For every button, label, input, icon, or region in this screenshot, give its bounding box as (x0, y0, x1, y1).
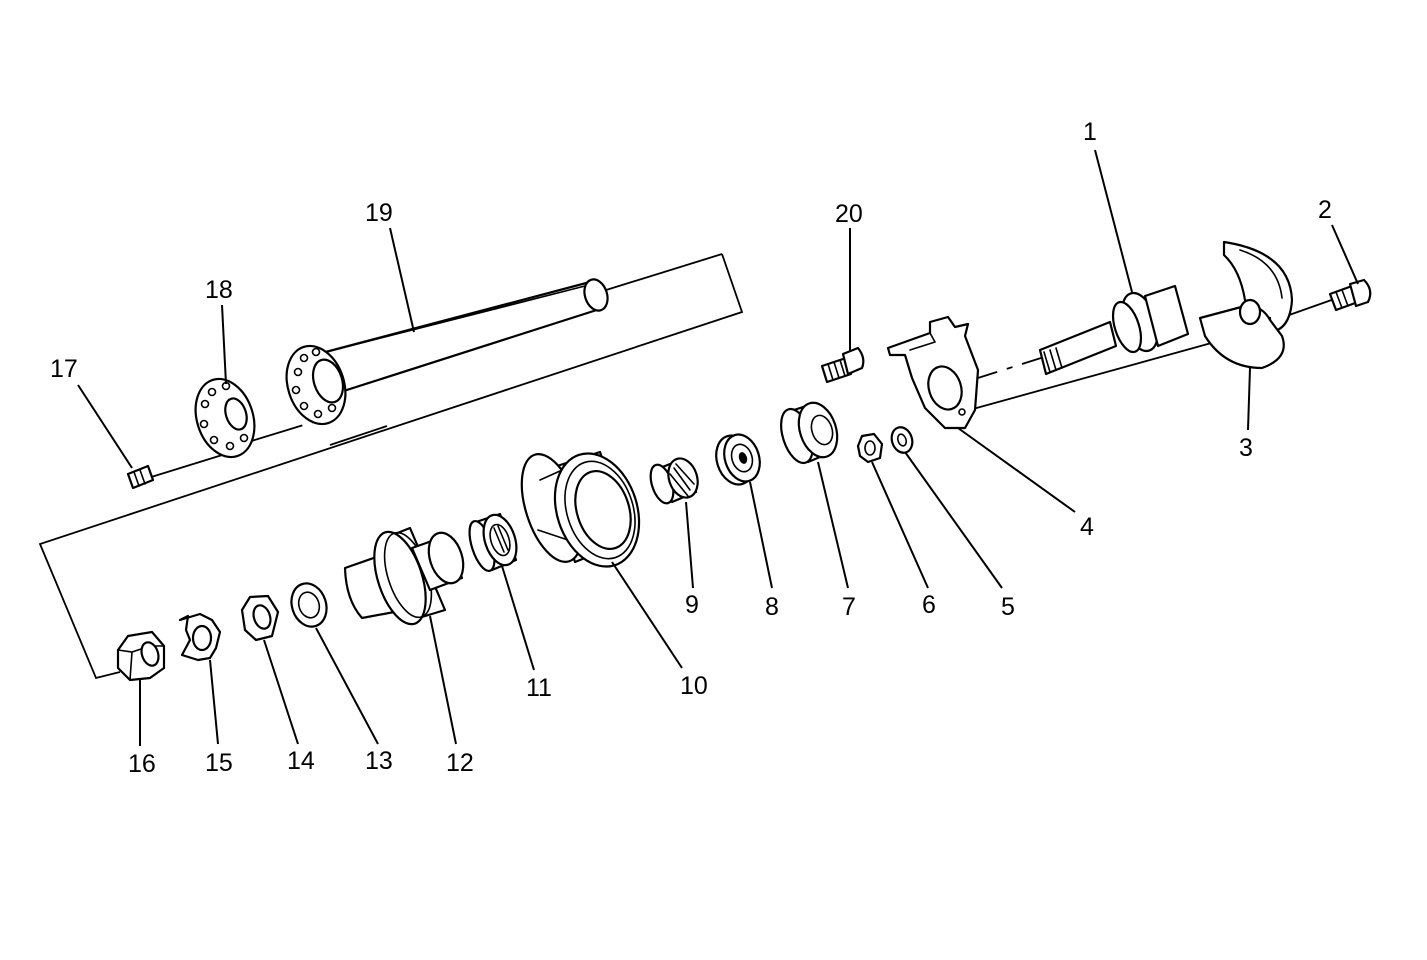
bracket-dash (329, 424, 391, 446)
part-6-nut (856, 432, 884, 464)
part-4-bracket (886, 315, 980, 430)
leader-10 (611, 561, 683, 669)
shaft-body (316, 280, 605, 398)
part-9-roller-bearing (649, 457, 699, 505)
callout-14: 14 (287, 747, 315, 775)
leader-17 (77, 384, 133, 469)
leader-14 (263, 639, 299, 745)
part-13-washer (290, 582, 328, 628)
leader-4 (957, 427, 1076, 513)
callout-3: 3 (1239, 434, 1253, 462)
callout-1: 1 (1083, 118, 1097, 146)
leader-1 (1094, 149, 1133, 293)
callout-9: 9 (685, 591, 699, 619)
part-1-pinion-shaft (1038, 284, 1190, 376)
leader-3 (1247, 367, 1251, 431)
part-12-axle-stub (343, 526, 465, 626)
axis-18-19 (244, 419, 321, 444)
callout-17: 17 (50, 355, 78, 383)
part-5-washer (890, 426, 914, 454)
flange-hub (311, 358, 345, 404)
leader-7 (817, 461, 849, 589)
callout-19: 19 (365, 199, 393, 227)
leader-19 (389, 227, 415, 333)
callout-15: 15 (205, 749, 233, 777)
axis-4-3 (961, 341, 1216, 413)
callout-6: 6 (922, 591, 936, 619)
callout-7: 7 (842, 593, 856, 621)
callout-13: 13 (365, 747, 393, 775)
callout-12: 12 (446, 749, 474, 777)
part-17-bolt (126, 464, 155, 490)
callout-18: 18 (205, 276, 233, 304)
part-18-flange-plate (194, 377, 256, 459)
callout-10: 10 (680, 672, 708, 700)
part-3-cover (1198, 240, 1294, 370)
part-10-housing (520, 450, 641, 568)
callout-4: 4 (1080, 513, 1094, 541)
leader-11 (501, 565, 535, 671)
part-14-nut (240, 594, 280, 642)
callout-2: 2 (1318, 196, 1332, 224)
part-20-bolt (820, 346, 865, 384)
part-7-bushing (780, 401, 839, 465)
part-8-bearing (715, 433, 761, 486)
callout-16: 16 (128, 750, 156, 778)
leader-18 (221, 304, 227, 385)
callout-labels: 1 2 3 4 5 6 7 8 9 10 11 12 13 14 15 16 1… (50, 118, 1332, 778)
leader-15 (209, 659, 219, 745)
leader-2 (1331, 224, 1359, 285)
leader-12 (429, 615, 457, 745)
axis-17-18 (147, 451, 233, 479)
assembly-lines (38, 253, 1341, 680)
part-2-bolt (1328, 278, 1372, 312)
part-15-lock-washer (178, 612, 222, 662)
part-11-bearing-cup (468, 512, 518, 573)
callout-5: 5 (1001, 593, 1015, 621)
leader-5 (904, 451, 1003, 589)
callout-20: 20 (835, 200, 863, 228)
leader-9 (685, 501, 694, 589)
leader-13 (315, 627, 379, 745)
leader-lines (77, 149, 1359, 746)
leader-6 (871, 461, 929, 589)
part-16-hex-nut (116, 630, 166, 682)
axis-19-right (589, 253, 723, 296)
callout-8: 8 (765, 593, 779, 621)
callout-11: 11 (526, 674, 552, 702)
shaft-end (583, 278, 609, 312)
bracket-19-to-16 (38, 253, 744, 680)
leader-8 (749, 481, 773, 589)
part-19-shaft (285, 278, 609, 426)
